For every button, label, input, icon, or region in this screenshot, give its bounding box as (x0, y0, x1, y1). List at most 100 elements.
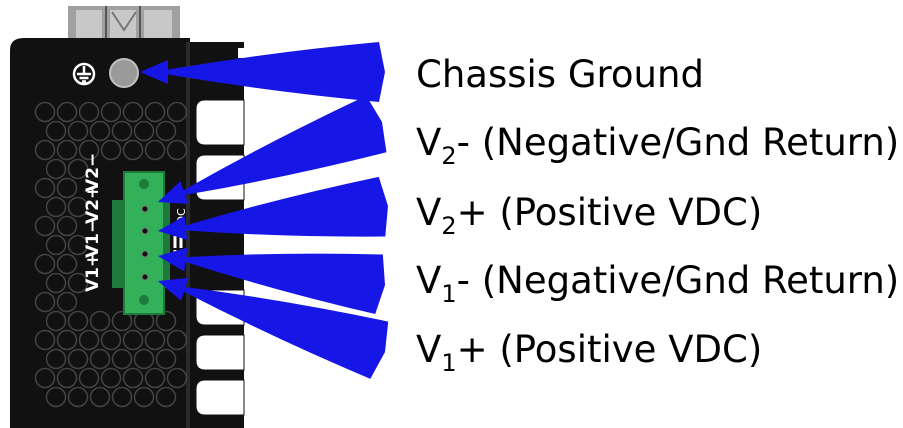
vent-hole (144, 367, 166, 389)
ground-screw-icon (109, 58, 139, 88)
vent-hole (45, 120, 67, 142)
vent-hole (166, 139, 188, 161)
vent-hole (100, 329, 122, 351)
vent-hole (100, 139, 122, 161)
vent-hole (166, 329, 188, 351)
vent-hole (166, 101, 188, 123)
vent-hole (122, 139, 144, 161)
vent-hole (122, 329, 144, 351)
vent-hole (78, 139, 100, 161)
vent-hole (67, 234, 89, 256)
vent-hole (111, 386, 133, 408)
vent-hole (155, 348, 177, 370)
terminal-block-icon (112, 171, 170, 315)
label-v2-minus-sub: 2 (441, 142, 457, 170)
vent-hole (34, 291, 56, 313)
vent-hole (34, 101, 56, 123)
vent-hole (45, 272, 67, 294)
vent-hole (100, 367, 122, 389)
vent-hole (45, 348, 67, 370)
vent-hole (34, 367, 56, 389)
vent-hole (67, 196, 89, 218)
device-label-v1-minus: V1− (83, 219, 103, 258)
vent-hole (67, 348, 89, 370)
vent-hole (34, 215, 56, 237)
vent-hole (67, 158, 89, 180)
vent-hole (56, 291, 78, 313)
vent-hole (56, 253, 78, 275)
vent-hole (78, 101, 100, 123)
vent-hole (122, 367, 144, 389)
vent-hole (89, 386, 111, 408)
label-v2-plus-sub: 2 (441, 212, 457, 240)
vent-hole (155, 310, 177, 332)
vent-hole (122, 101, 144, 123)
vent-hole (89, 120, 111, 142)
device-labels: V1+ V1− V2+ V2− (83, 153, 103, 292)
label-v2-plus-desc: + (Positive VDC) (456, 191, 763, 234)
vent-hole (34, 253, 56, 275)
vent-hole (89, 310, 111, 332)
arrow-icon (158, 95, 387, 204)
label-v2-plus-v: V (416, 191, 442, 234)
vent-hole (34, 139, 56, 161)
vent-hole (111, 120, 133, 142)
vent-hole (144, 139, 166, 161)
vent-hole (56, 329, 78, 351)
vent-hole (67, 386, 89, 408)
vent-hole (78, 367, 100, 389)
label-v2-minus-desc: - (Negative/Gnd Return) (456, 121, 900, 164)
vent-hole (45, 386, 67, 408)
vent-hole (45, 196, 67, 218)
device-label-v2-minus: V2− (83, 153, 103, 192)
vent-hole (144, 329, 166, 351)
vent-hole (133, 348, 155, 370)
vent-hole (56, 367, 78, 389)
vent-hole (67, 310, 89, 332)
arrows (140, 42, 389, 379)
label-v1-plus-sub: 1 (441, 349, 457, 377)
vent-hole (155, 120, 177, 142)
vent-hole (111, 348, 133, 370)
device-label-v2-plus: V2+ (83, 185, 103, 224)
vent-hole (34, 329, 56, 351)
label-v1-minus-sub: 1 (441, 280, 457, 308)
vent-hole (78, 329, 100, 351)
ventilation-holes (34, 101, 188, 408)
label-v2-minus-v: V (416, 121, 442, 164)
label-v1-plus-v: V (416, 328, 442, 371)
label-v1-plus-desc: + (Positive VDC) (456, 328, 763, 371)
vent-hole (45, 158, 67, 180)
vent-hole (67, 120, 89, 142)
vent-hole (133, 386, 155, 408)
vent-hole (67, 272, 89, 294)
arrow-icon (158, 277, 389, 379)
vent-hole (144, 101, 166, 123)
vent-hole (56, 177, 78, 199)
device-label-v1-plus: V1+ (83, 253, 103, 292)
vent-hole (166, 367, 188, 389)
label-chassis-ground: Chassis Ground (416, 53, 704, 96)
vent-hole (89, 348, 111, 370)
label-v1-minus: V1- (Negative/Gnd Return) (416, 259, 899, 306)
label-v1-plus: V1+ (Positive VDC) (416, 328, 763, 375)
vent-hole (34, 177, 56, 199)
top-connector (68, 6, 180, 40)
ground-symbol-icon (72, 62, 96, 86)
heatsink (186, 42, 245, 428)
arrow-icon (140, 42, 385, 102)
label-v2-plus: V2+ (Positive VDC) (416, 191, 763, 238)
vent-hole (56, 215, 78, 237)
vent-hole (100, 101, 122, 123)
vent-hole (45, 234, 67, 256)
label-v1-minus-v: V (416, 259, 442, 302)
vent-hole (155, 386, 177, 408)
arrow-icon (158, 247, 385, 314)
vent-hole (45, 310, 67, 332)
label-v2-minus: V2- (Negative/Gnd Return) (416, 121, 900, 168)
vent-hole (111, 310, 133, 332)
arrow-icon (158, 176, 388, 240)
vent-hole (133, 120, 155, 142)
vent-hole (56, 101, 78, 123)
